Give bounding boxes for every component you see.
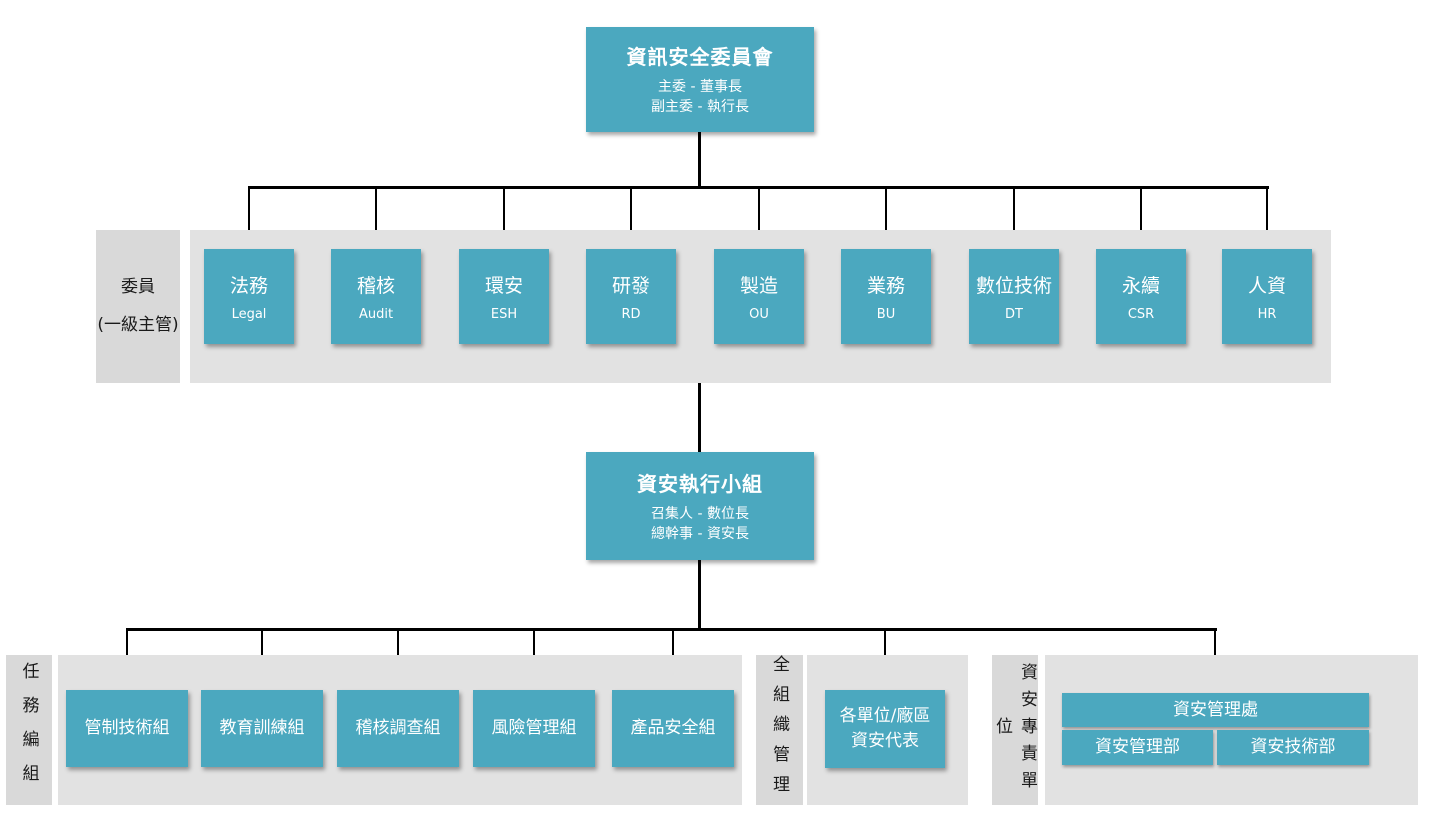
connector-drop-audit — [375, 186, 377, 249]
org-section-label-box: 全組織管理 — [756, 655, 803, 805]
dept-hr-zh: 人資 — [1247, 275, 1286, 297]
dept-box-csr: 永續 CSR — [1096, 249, 1186, 344]
dept-legal-en: Legal — [231, 307, 267, 322]
connector-drop-hr — [1266, 186, 1268, 249]
members-label-line1: 委員 — [120, 277, 155, 298]
members-label-box: 委員 (一級主管) — [96, 230, 180, 383]
dept-dt-en: DT — [1005, 307, 1023, 322]
org-section-label: 全組織管理 — [769, 655, 789, 805]
connector-drop-ou — [758, 186, 760, 249]
dept-box-rd: 研發 RD — [586, 249, 676, 344]
connector-exec-up — [698, 383, 701, 452]
execution-team-convener: 召集人 - 數位長 — [651, 505, 749, 522]
connector-drop-rd — [630, 186, 632, 249]
execution-team-box: 資安執行小組 召集人 - 數位長 總幹事 - 資安長 — [586, 452, 814, 560]
dedicated-section-label: 資安專責單位 — [992, 662, 1037, 798]
dedicated-section-label-box: 資安專責單位 — [992, 655, 1038, 805]
security-tech-dept-box: 資安技術部 — [1217, 730, 1369, 765]
task-box-product-security: 產品安全組 — [612, 690, 734, 767]
task-section-label: 任務編組 — [18, 662, 39, 798]
dept-bu-en: BU — [876, 307, 896, 322]
dept-esh-zh: 環安 — [484, 275, 523, 297]
task-product-security-label: 產品安全組 — [630, 718, 716, 739]
connector-drop-legal — [248, 186, 250, 249]
task-risk-label: 風險管理組 — [491, 718, 577, 739]
task-control-label: 管制技術組 — [84, 718, 170, 739]
security-division-box: 資安管理處 — [1062, 693, 1369, 727]
connector-drop-esh — [503, 186, 505, 249]
task-training-label: 教育訓練組 — [219, 718, 305, 739]
org-representatives-line1: 各單位/廠區 — [839, 706, 931, 727]
connector-drop-bu — [885, 186, 887, 249]
dept-box-audit: 稽核 Audit — [331, 249, 421, 344]
dept-box-legal: 法務 Legal — [204, 249, 294, 344]
dept-box-ou: 製造 OU — [714, 249, 804, 344]
task-section-label-box: 任務編組 — [6, 655, 52, 805]
committee-vice-chair: 副主委 - 執行長 — [651, 99, 749, 115]
dept-audit-zh: 稽核 — [356, 275, 395, 297]
dept-box-bu: 業務 BU — [841, 249, 931, 344]
security-division-label: 資安管理處 — [1173, 699, 1258, 720]
dept-box-esh: 環安 ESH — [459, 249, 549, 344]
dept-esh-en: ESH — [490, 307, 518, 322]
dept-box-hr: 人資 HR — [1222, 249, 1312, 344]
dept-bu-zh: 業務 — [866, 275, 905, 297]
security-tech-dept-label: 資安技術部 — [1250, 737, 1336, 758]
members-label-line2: (一級主管) — [97, 314, 179, 335]
dept-rd-zh: 研發 — [611, 275, 650, 297]
task-box-risk: 風險管理組 — [473, 690, 595, 767]
dept-audit-en: Audit — [358, 307, 394, 322]
connector-bottom-horizontal — [126, 628, 1217, 631]
execution-team-title: 資安執行小組 — [637, 471, 763, 496]
dept-ou-en: OU — [749, 307, 769, 322]
connector-drop-dt — [1013, 186, 1015, 249]
task-box-control: 管制技術組 — [66, 690, 188, 767]
task-box-audit-investigation: 稽核調查組 — [337, 690, 459, 767]
connector-committee-down — [698, 132, 701, 188]
task-box-training: 教育訓練組 — [201, 690, 323, 767]
committee-title: 資訊安全委員會 — [626, 45, 774, 70]
dept-csr-zh: 永續 — [1121, 275, 1160, 297]
dept-legal-zh: 法務 — [229, 275, 268, 297]
dept-dt-zh: 數位技術 — [975, 275, 1052, 297]
committee-box: 資訊安全委員會 主委 - 董事長 副主委 - 執行長 — [586, 27, 814, 132]
dept-box-dt: 數位技術 DT — [969, 249, 1059, 344]
org-representatives-line2: 資安代表 — [850, 731, 919, 751]
execution-team-secretary: 總幹事 - 資安長 — [651, 525, 749, 542]
connector-exec-down — [698, 560, 701, 630]
dept-hr-en: HR — [1257, 307, 1277, 322]
security-mgmt-dept-box: 資安管理部 — [1062, 730, 1213, 765]
org-representatives-box: 各單位/廠區 資安代表 — [825, 690, 945, 768]
task-audit-investigation-label: 稽核調查組 — [355, 718, 441, 739]
security-mgmt-dept-label: 資安管理部 — [1095, 737, 1180, 758]
connector-drop-csr — [1140, 186, 1142, 249]
dept-rd-en: RD — [621, 307, 641, 322]
committee-chair: 主委 - 董事長 — [658, 79, 742, 96]
dept-ou-zh: 製造 — [739, 275, 778, 297]
dept-csr-en: CSR — [1127, 307, 1155, 322]
